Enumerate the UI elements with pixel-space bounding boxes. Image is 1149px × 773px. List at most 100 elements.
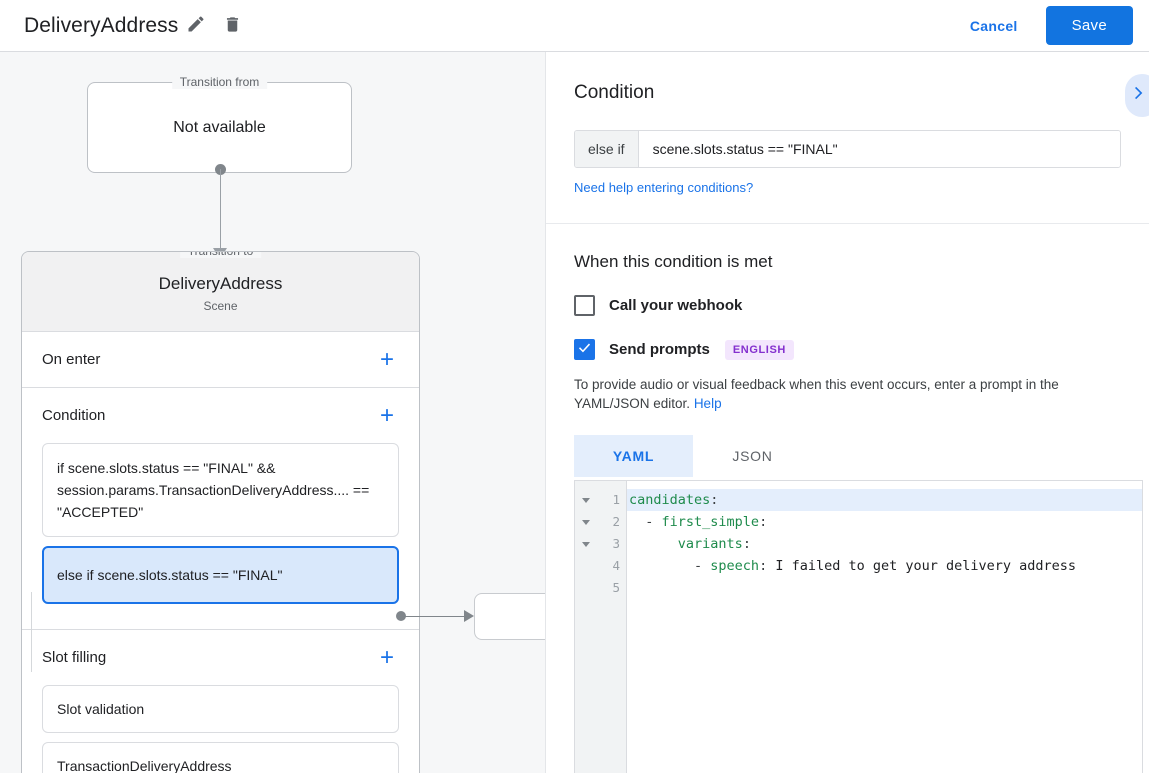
trash-icon xyxy=(223,15,242,37)
code-key: candidates xyxy=(629,492,711,508)
line-number: 5 xyxy=(612,580,620,595)
code-colon: : xyxy=(742,536,751,552)
chevron-down-icon xyxy=(582,519,590,525)
next-node-card[interactable] xyxy=(474,593,545,640)
language-badge: ENGLISH xyxy=(724,339,794,360)
add-on-enter-button[interactable]: + xyxy=(379,345,394,373)
section-on-enter-row: On enter + xyxy=(42,332,399,387)
call-webhook-checkbox[interactable] xyxy=(574,295,595,316)
prompts-description-text: To provide audio or visual feedback when… xyxy=(574,377,1059,411)
page-title: DeliveryAddress xyxy=(24,13,179,37)
send-prompts-row: Send prompts ENGLISH xyxy=(574,339,1121,360)
code-line: - first_simple: xyxy=(627,511,1142,533)
transition-to-legend: Transition to xyxy=(179,252,262,258)
line-number: 1 xyxy=(612,492,620,507)
line-number: 2 xyxy=(612,514,620,529)
code-indent: - xyxy=(629,514,662,530)
edge-dot xyxy=(396,611,406,621)
graph-vertical-rule xyxy=(31,592,32,672)
condition-expression-input[interactable]: scene.slots.status == "FINAL" xyxy=(638,131,1120,167)
code-colon: : xyxy=(759,558,768,574)
delete-button[interactable] xyxy=(214,8,250,44)
send-prompts-checkbox[interactable] xyxy=(574,339,595,360)
chevron-down-icon xyxy=(582,541,590,547)
editor-format-tabs: YAML JSON xyxy=(574,435,1121,477)
webhook-row: Call your webhook xyxy=(574,295,1121,316)
editor-line-numbers: 1 2 3 4 5 xyxy=(597,481,627,773)
code-key: first_simple xyxy=(661,514,760,530)
chevron-down-icon xyxy=(582,497,590,503)
condition-prefix-label: else if xyxy=(575,131,639,167)
code-line: candidates: xyxy=(627,489,1142,511)
code-line: variants: xyxy=(627,533,1142,555)
transition-from-value: Not available xyxy=(173,118,266,136)
section-condition-title: Condition xyxy=(42,407,106,424)
code-indent: - xyxy=(629,558,711,574)
cancel-button[interactable]: Cancel xyxy=(954,9,1034,43)
fold-toggle[interactable] xyxy=(575,533,597,555)
slot-filling-list: Slot validation TransactionDeliveryAddre… xyxy=(42,685,399,773)
need-help-conditions-link[interactable]: Need help entering conditions? xyxy=(574,180,754,195)
tab-json[interactable]: JSON xyxy=(732,448,773,464)
prompts-description: To provide audio or visual feedback when… xyxy=(574,375,1121,413)
pencil-icon xyxy=(186,14,206,37)
line-number: 4 xyxy=(612,558,620,573)
expand-panel-button[interactable] xyxy=(1125,74,1149,117)
edit-button[interactable] xyxy=(178,8,214,44)
yaml-editor[interactable]: 1 2 3 4 5 candidates: - first_simple: va… xyxy=(574,480,1143,773)
save-button[interactable]: Save xyxy=(1045,6,1133,45)
line-number: 3 xyxy=(612,536,620,551)
editor-code-area[interactable]: candidates: - first_simple: variants: - … xyxy=(627,481,1142,773)
section-on-enter: On enter + xyxy=(22,332,419,388)
transition-to-card: Transition to DeliveryAddress Scene On e… xyxy=(21,251,420,773)
connector-line xyxy=(219,169,221,251)
condition-list: if scene.slots.status == "FINAL" && sess… xyxy=(42,443,399,629)
scene-type: Scene xyxy=(203,299,238,313)
code-key: speech xyxy=(710,558,760,574)
condition-input-row[interactable]: else if scene.slots.status == "FINAL" xyxy=(574,130,1121,168)
code-colon: : xyxy=(759,514,768,530)
slot-item[interactable]: TransactionDeliveryAddress xyxy=(42,742,399,773)
scene-header[interactable]: DeliveryAddress Scene xyxy=(22,252,419,332)
section-condition: Condition + if scene.slots.status == "FI… xyxy=(22,388,419,630)
fold-toggle[interactable] xyxy=(575,489,597,511)
fold-spacer xyxy=(575,577,597,599)
transition-from-card[interactable]: Transition from Not available xyxy=(87,75,352,173)
edge-line xyxy=(405,615,467,617)
condition-item[interactable]: if scene.slots.status == "FINAL" && sess… xyxy=(42,443,399,537)
page-header: DeliveryAddress Cancel Save xyxy=(0,0,1149,52)
check-icon xyxy=(577,340,592,360)
code-key: variants xyxy=(677,536,743,552)
call-webhook-label: Call your webhook xyxy=(609,297,743,314)
add-condition-button[interactable]: + xyxy=(379,401,394,429)
section-slot-filling-row: Slot filling + xyxy=(42,630,399,685)
section-slot-filling-title: Slot filling xyxy=(42,649,107,666)
help-link[interactable]: Help xyxy=(693,396,722,411)
scene-graph-panel: Transition from Not available Transition… xyxy=(0,52,546,773)
section-slot-filling: Slot filling + Slot validation Transacti… xyxy=(22,630,419,773)
edge-arrow-icon xyxy=(464,610,474,622)
fold-spacer xyxy=(575,555,597,577)
slot-validation-item[interactable]: Slot validation xyxy=(42,685,399,733)
tab-yaml[interactable]: YAML xyxy=(574,435,693,477)
condition-section: Condition else if scene.slots.status == … xyxy=(546,52,1149,224)
chevron-right-icon xyxy=(1135,83,1149,108)
condition-heading: Condition xyxy=(574,82,655,103)
code-indent xyxy=(629,536,678,552)
condition-item-selected[interactable]: else if scene.slots.status == "FINAL" xyxy=(42,546,399,604)
when-condition-met-section: When this condition is met Call your web… xyxy=(546,224,1149,773)
condition-detail-panel: Condition else if scene.slots.status == … xyxy=(546,52,1149,773)
when-condition-met-heading: When this condition is met xyxy=(574,252,773,271)
fold-toggle[interactable] xyxy=(575,511,597,533)
scene-name: DeliveryAddress xyxy=(158,274,283,293)
send-prompts-label: Send prompts xyxy=(609,341,710,358)
code-value: I failed to get your delivery address xyxy=(767,558,1077,574)
section-on-enter-title: On enter xyxy=(42,351,101,368)
code-line xyxy=(627,577,1142,599)
code-colon: : xyxy=(710,492,719,508)
transition-from-legend: Transition from xyxy=(171,75,268,89)
editor-fold-gutter xyxy=(575,481,597,773)
add-slot-filling-button[interactable]: + xyxy=(379,643,394,671)
code-line: - speech: I failed to get your delivery … xyxy=(627,555,1142,577)
